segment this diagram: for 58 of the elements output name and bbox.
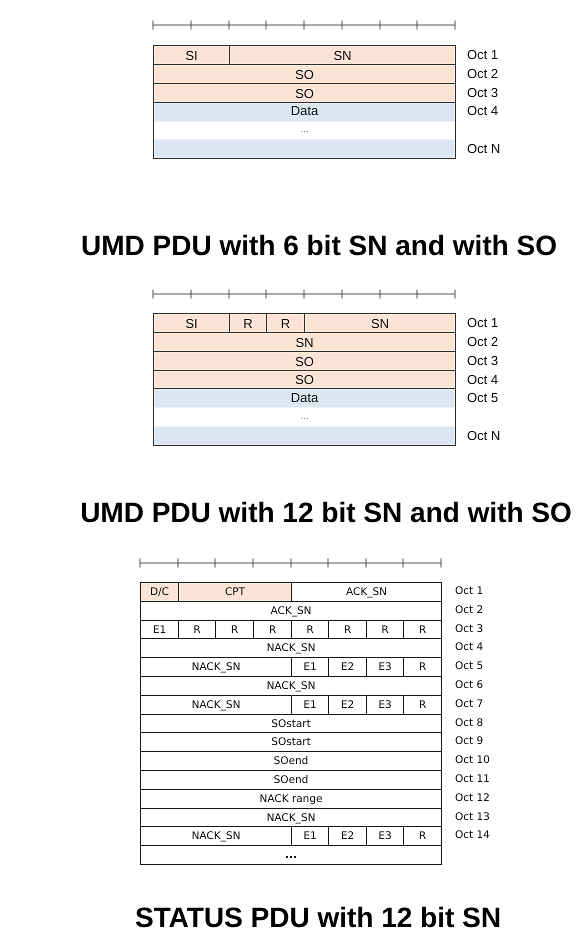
bit-field: SO [153,351,456,371]
bit-field: SO [153,370,456,389]
octet-label: Oct 14 [455,828,490,843]
bit-field: CPT [178,582,292,602]
payload-field [153,102,456,159]
bit-field: R [266,313,305,333]
continuation-mark: ... [300,123,309,137]
octet-label: Oct 13 [455,810,490,825]
continuation-mark: ... [300,410,309,424]
octet-label: Oct 1 [467,47,498,62]
bit-field: NACK_SN [140,638,442,658]
octet-label: Oct 3 [467,85,498,100]
field-label: Data [290,104,318,118]
octet-label: Oct 2 [455,603,484,618]
bit-field: NACK_SN [140,808,442,827]
bit-field: SN [304,313,456,333]
bit-field: ... [140,845,442,865]
octet-label: Oct 11 [455,772,490,787]
figure-caption: UMD PDU with 12 bit SN and with SO [80,497,572,529]
bit-field: SOstart [140,714,442,733]
octet-label: Oct 7 [455,697,484,712]
bit-field: SOend [140,770,442,790]
octet-label: Oct 5 [455,659,484,674]
octet-label: Oct 2 [467,66,498,81]
octet-label: Oct 3 [467,353,498,368]
bit-field: SOend [140,751,442,771]
payload-field [153,388,456,446]
octet-label: Oct 10 [455,753,490,768]
bit-field: SI [153,313,230,333]
bit-field: NACK range [140,789,442,809]
bit-field: SN [229,45,456,65]
bit-field: SI [153,45,230,65]
octet-label: Oct 3 [455,622,484,637]
octet-label: Oct 2 [467,334,498,349]
octet-label: Oct 9 [455,734,484,749]
octet-label: Oct 5 [467,390,498,405]
octet-label: Oct 4 [467,372,498,387]
octet-label: Oct 6 [455,678,484,693]
bit-field: SO [153,64,456,84]
bit-field: NACK_SN [140,676,442,696]
bit-field: SN [153,332,456,352]
figure-caption: STATUS PDU with 12 bit SN [134,902,502,934]
octet-label: Oct 8 [455,716,484,731]
bit-field: SOstart [140,732,442,752]
octet-label: Oct 12 [455,791,490,806]
bit-field: SO [153,83,456,103]
field-label: Data [290,391,318,405]
bit-field: ACK_SN [140,601,442,621]
bit-field: D/C [140,582,179,602]
octet-label: Oct N [467,428,500,443]
bit-field: ACK_SN [291,582,442,602]
figure-caption: UMD PDU with 6 bit SN and with SO [81,230,557,262]
bit-field: R [229,313,267,333]
octet-label: Oct 4 [467,103,498,118]
octet-label: Oct N [467,141,500,156]
octet-label: Oct 1 [455,584,484,599]
octet-label: Oct 1 [467,315,498,330]
octet-label: Oct 4 [455,640,484,655]
